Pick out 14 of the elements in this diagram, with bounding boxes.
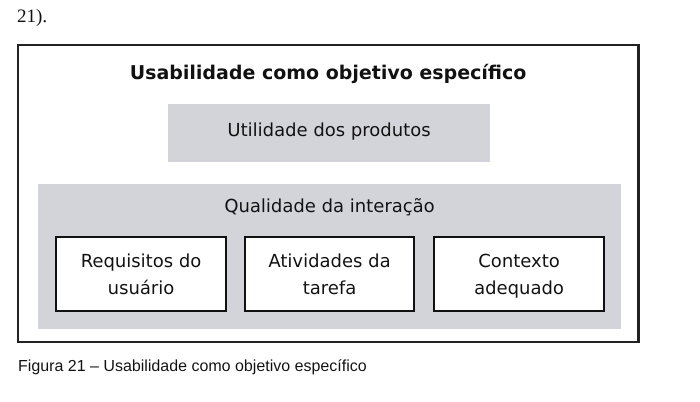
- box-text: Contexto adequado: [473, 250, 565, 301]
- text-box: [55, 236, 227, 312]
- figure-frame: [17, 44, 640, 343]
- shaded-box: [168, 104, 490, 162]
- figure-caption: Figura 21 – Usabilidade como objetivo específico: [18, 358, 367, 376]
- text-box: [433, 236, 605, 312]
- diagram-heading: Usabilidade como objetivo específico: [128, 62, 528, 84]
- text-box: [244, 236, 415, 312]
- text-fragment: 21).: [17, 6, 48, 28]
- box-text: Atividades da tarefa: [267, 250, 392, 301]
- box-text: Utilidade dos produtos: [226, 120, 432, 141]
- box-text: Requisitos do usuário: [80, 250, 202, 301]
- group-panel: [38, 184, 621, 329]
- group-heading: Qualidade da interação: [223, 196, 436, 217]
